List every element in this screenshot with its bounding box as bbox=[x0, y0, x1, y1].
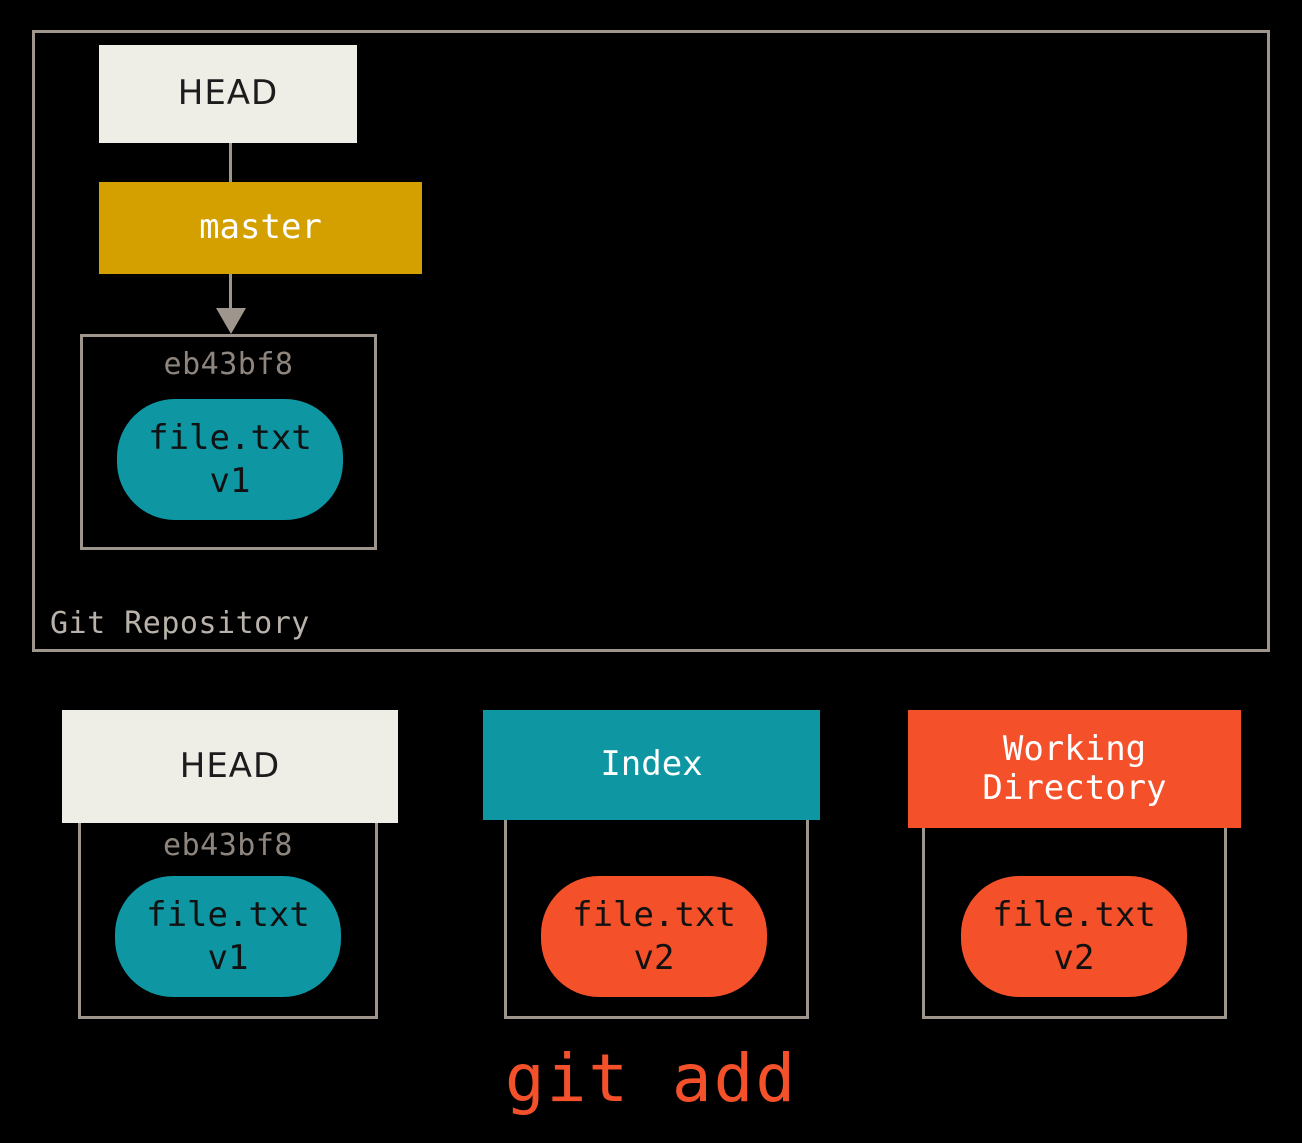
area-index-blob-name: file.txt bbox=[572, 895, 736, 935]
repo-head-ref-label: HEAD bbox=[177, 73, 279, 114]
area-index-blob[interactable]: file.txt v2 bbox=[541, 876, 767, 997]
area-index-blob-version: v2 bbox=[633, 937, 675, 978]
area-header-working-directory-label-line1: Working bbox=[1002, 728, 1147, 769]
arrowhead-icon-master-to-commit bbox=[216, 308, 246, 334]
diagram-caption: git add bbox=[504, 1040, 798, 1117]
area-head-hash: eb43bf8 bbox=[163, 828, 293, 863]
area-head-blob[interactable]: file.txt v1 bbox=[115, 876, 341, 997]
repo-commit-blob-version: v1 bbox=[209, 460, 251, 501]
area-header-index[interactable]: Index bbox=[483, 710, 820, 820]
connector-master-to-commit bbox=[229, 274, 232, 310]
repo-commit-blob-name: file.txt bbox=[148, 418, 312, 458]
repo-head-ref-box[interactable]: HEAD bbox=[99, 45, 357, 143]
connector-head-to-master bbox=[229, 143, 232, 182]
area-header-working-directory[interactable]: Working Directory bbox=[908, 710, 1241, 828]
area-working-directory-blob[interactable]: file.txt v2 bbox=[961, 876, 1187, 997]
area-working-directory-blob-name: file.txt bbox=[992, 895, 1156, 935]
area-header-index-label: Index bbox=[600, 744, 703, 785]
area-header-head[interactable]: HEAD bbox=[62, 710, 398, 823]
repo-commit-blob[interactable]: file.txt v1 bbox=[117, 399, 343, 520]
repo-commit-hash: eb43bf8 bbox=[163, 347, 294, 382]
git-repository-container bbox=[32, 30, 1270, 652]
area-working-directory-blob-version: v2 bbox=[1053, 937, 1095, 978]
area-header-head-label: HEAD bbox=[179, 745, 281, 786]
repo-commit-panel: eb43bf8 bbox=[80, 334, 377, 550]
area-head-blob-name: file.txt bbox=[146, 895, 310, 935]
area-head-blob-version: v1 bbox=[207, 937, 249, 978]
area-header-working-directory-label-line2: Directory bbox=[982, 768, 1167, 808]
git-repository-label: Git Repository bbox=[46, 604, 314, 644]
repo-branch-ref-label: master bbox=[199, 207, 322, 248]
repo-branch-ref-box[interactable]: master bbox=[99, 182, 422, 274]
